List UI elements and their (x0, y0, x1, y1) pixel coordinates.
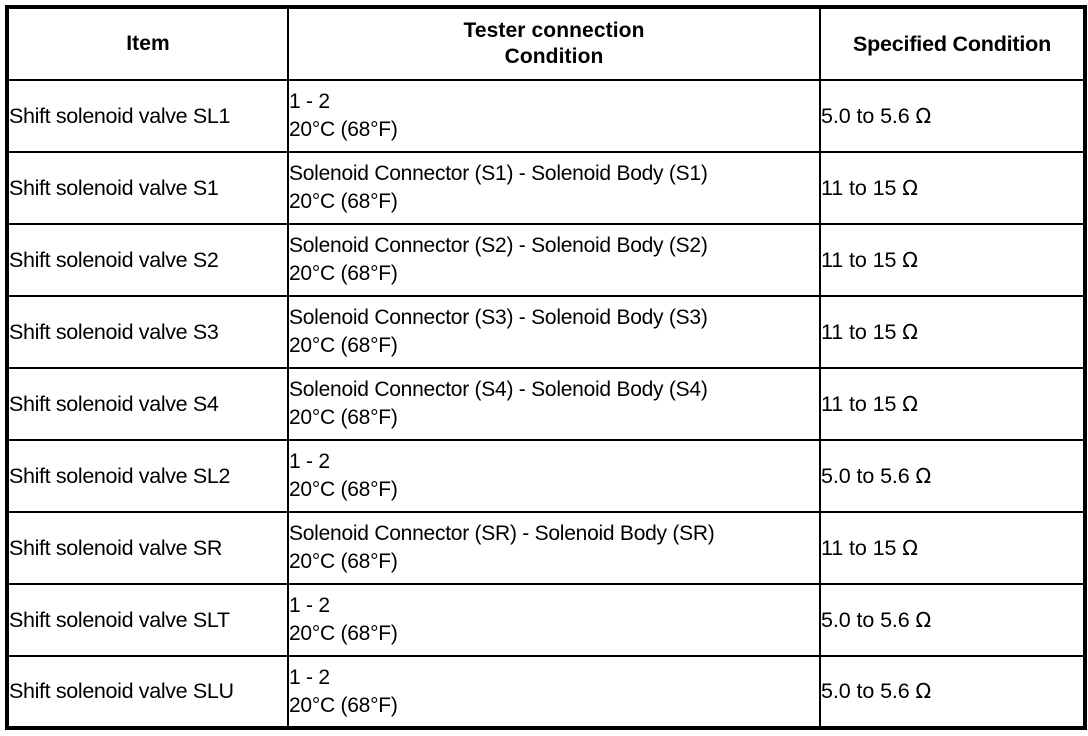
ohm-unit: Ω (902, 175, 918, 200)
ohm-unit: Ω (915, 103, 932, 128)
table-body: Shift solenoid valve SL1 1 - 2 20°C (68°… (6, 79, 1086, 729)
specified-value: 11 to 15 (821, 535, 897, 560)
cell-connection-text: 1 - 2 (289, 594, 330, 618)
table-header: Item Tester connection Condition Specifi… (6, 6, 1086, 81)
specified-value: 11 to 15 (821, 319, 897, 344)
cell-connection-text: 1 - 2 (289, 90, 330, 114)
cell-condition: Solenoid Connector (S2) - Solenoid Body … (287, 223, 821, 297)
cell-item: Shift solenoid valve SLU (6, 655, 289, 729)
cell-item: Shift solenoid valve S4 (6, 367, 289, 441)
specified-value: 5.0 to 5.6 (821, 103, 910, 128)
cell-connection-text: 1 - 2 (289, 665, 330, 689)
ohm-unit: Ω (902, 247, 918, 272)
ohm-unit: Ω (915, 607, 932, 632)
ohm-unit: Ω (902, 319, 918, 344)
cell-temperature-text: 20°C (68°F) (289, 262, 398, 285)
table-header-row: Item Tester connection Condition Specifi… (6, 6, 1086, 81)
column-header-tester-connection-line2: Condition (504, 45, 604, 68)
cell-connection-text: Solenoid Connector (SR) - Solenoid Body … (289, 522, 715, 546)
cell-specified-condition: 11 to 15 Ω (819, 511, 1086, 585)
cell-connection-text: 1 - 2 (289, 450, 330, 474)
cell-connection-text: Solenoid Connector (S4) - Solenoid Body … (289, 378, 708, 402)
cell-specified-condition: 5.0 to 5.6 Ω (819, 79, 1086, 153)
column-header-tester-connection-line1: Tester connection (463, 19, 645, 43)
cell-connection-text: Solenoid Connector (S3) - Solenoid Body … (289, 306, 708, 330)
cell-specified-condition: 5.0 to 5.6 Ω (819, 583, 1086, 657)
cell-item: Shift solenoid valve S3 (6, 295, 289, 369)
cell-specified-condition: 5.0 to 5.6 Ω (819, 439, 1086, 513)
cell-specified-condition: 11 to 15 Ω (819, 367, 1086, 441)
column-header-specified-condition: Specified Condition (819, 6, 1086, 81)
table-row: Shift solenoid valve S3 Solenoid Connect… (6, 295, 1086, 369)
column-header-item: Item (6, 6, 289, 81)
cell-specified-condition: 5.0 to 5.6 Ω (819, 655, 1086, 729)
table-row: Shift solenoid valve SL2 1 - 2 20°C (68°… (6, 439, 1086, 513)
cell-condition: Solenoid Connector (S1) - Solenoid Body … (287, 151, 821, 225)
cell-connection-text: Solenoid Connector (S1) - Solenoid Body … (289, 162, 708, 186)
specified-value: 11 to 15 (821, 247, 897, 272)
cell-item: Shift solenoid valve SLT (6, 583, 289, 657)
cell-temperature-text: 20°C (68°F) (289, 190, 398, 213)
ohm-unit: Ω (915, 463, 932, 488)
cell-connection-text: Solenoid Connector (S2) - Solenoid Body … (289, 234, 708, 258)
cell-temperature-text: 20°C (68°F) (289, 406, 398, 429)
ohm-unit: Ω (915, 679, 932, 703)
specification-table-container: Item Tester connection Condition Specifi… (5, 5, 1087, 730)
cell-condition: Solenoid Connector (S3) - Solenoid Body … (287, 295, 821, 369)
cell-temperature-text: 20°C (68°F) (289, 693, 398, 717)
cell-condition: Solenoid Connector (SR) - Solenoid Body … (287, 511, 821, 585)
cell-specified-condition: 11 to 15 Ω (819, 151, 1086, 225)
cell-item: Shift solenoid valve SL1 (6, 79, 289, 153)
cell-temperature-text: 20°C (68°F) (289, 622, 398, 645)
cell-temperature-text: 20°C (68°F) (289, 334, 398, 357)
cell-condition: 1 - 2 20°C (68°F) (287, 79, 821, 153)
table-row: Shift solenoid valve S2 Solenoid Connect… (6, 223, 1086, 297)
specified-value: 5.0 to 5.6 (821, 607, 910, 632)
table-row: Shift solenoid valve SR Solenoid Connect… (6, 511, 1086, 585)
cell-temperature-text: 20°C (68°F) (289, 550, 398, 573)
cell-item: Shift solenoid valve SR (6, 511, 289, 585)
specified-value: 5.0 to 5.6 (821, 463, 910, 488)
cell-specified-condition: 11 to 15 Ω (819, 223, 1086, 297)
column-header-tester-connection-condition: Tester connection Condition (287, 6, 821, 81)
specified-value: 11 to 15 (821, 391, 897, 416)
cell-specified-condition: 11 to 15 Ω (819, 295, 1086, 369)
ohm-unit: Ω (902, 391, 918, 416)
cell-condition: 1 - 2 20°C (68°F) (287, 583, 821, 657)
table-row: Shift solenoid valve SL1 1 - 2 20°C (68°… (6, 79, 1086, 153)
cell-temperature-text: 20°C (68°F) (289, 478, 398, 501)
cell-condition: 1 - 2 20°C (68°F) (287, 439, 821, 513)
table-row: Shift solenoid valve SLT 1 - 2 20°C (68°… (6, 583, 1086, 657)
ohm-unit: Ω (902, 535, 918, 560)
shift-solenoid-specification-table: Item Tester connection Condition Specifi… (5, 5, 1087, 730)
cell-item: Shift solenoid valve S2 (6, 223, 289, 297)
table-row: Shift solenoid valve SLU 1 - 2 20°C (68°… (6, 655, 1086, 729)
cell-temperature-text: 20°C (68°F) (289, 118, 398, 141)
cell-condition: 1 - 2 20°C (68°F) (287, 655, 821, 729)
specified-value: 5.0 to 5.6 (821, 679, 910, 703)
cell-item: Shift solenoid valve S1 (6, 151, 289, 225)
specified-value: 11 to 15 (821, 175, 897, 200)
cell-condition: Solenoid Connector (S4) - Solenoid Body … (287, 367, 821, 441)
cell-item: Shift solenoid valve SL2 (6, 439, 289, 513)
table-row: Shift solenoid valve S1 Solenoid Connect… (6, 151, 1086, 225)
table-row: Shift solenoid valve S4 Solenoid Connect… (6, 367, 1086, 441)
